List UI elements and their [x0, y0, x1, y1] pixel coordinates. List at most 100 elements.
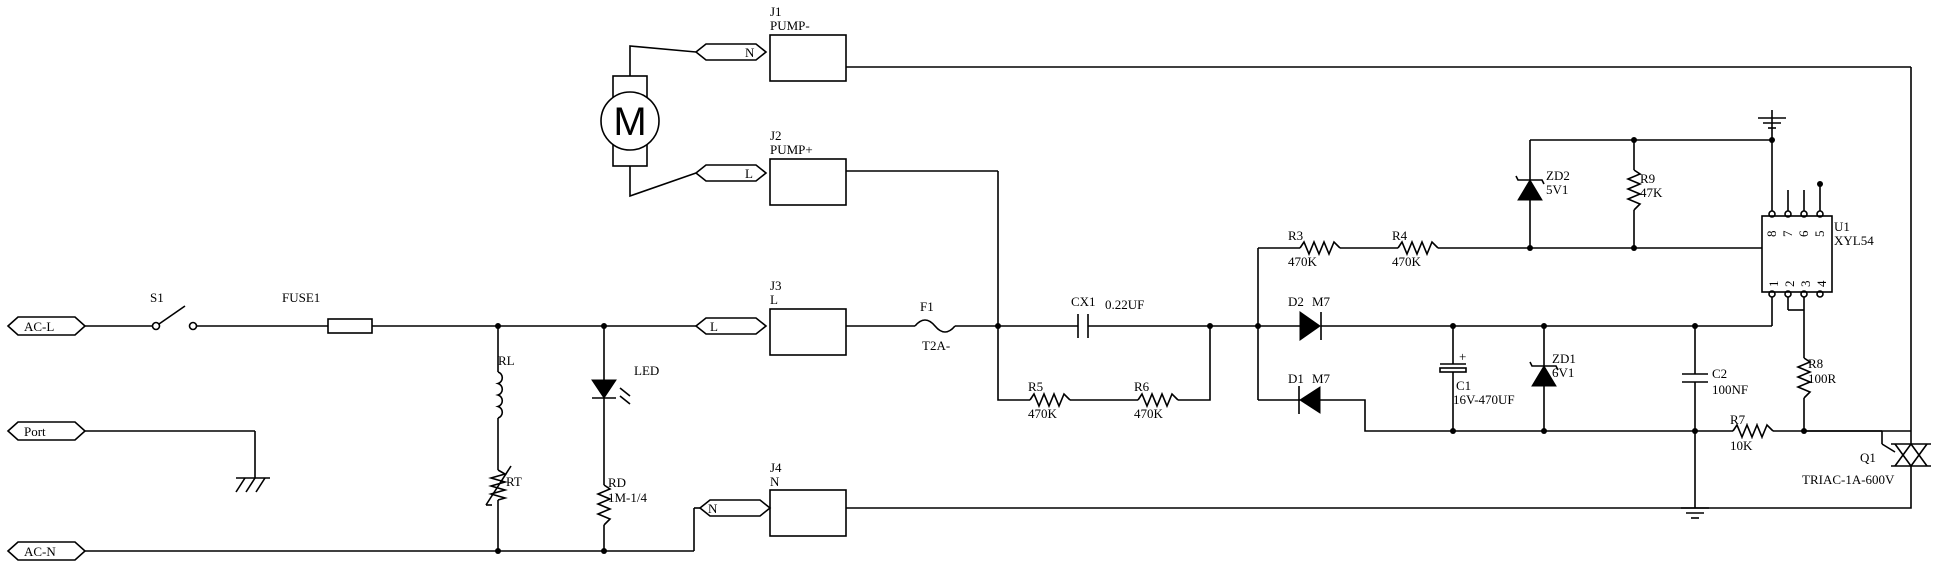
fuse-fuse1: FUSE1	[282, 290, 373, 334]
led-label: LED	[634, 363, 659, 378]
jack-j3-line: L J3 L	[694, 278, 847, 356]
resistor-r7-value: 10K	[1730, 438, 1753, 453]
ic-u1-pin-5: 5	[1812, 231, 1827, 238]
diode-d1-ref: D1	[1288, 371, 1304, 386]
zener-zd2-ref: ZD2	[1546, 168, 1570, 183]
connector-ac-l: AC-L	[6, 316, 87, 336]
resistor-r4: R4 470K	[1392, 228, 1439, 269]
inductor-rl: RL	[495, 353, 515, 419]
resistor-r9: R9 47K	[1625, 140, 1663, 248]
resistor-r9-value: 47K	[1640, 185, 1663, 200]
zener-zd2-value: 5V1	[1546, 182, 1568, 197]
triac-q1-ref: Q1	[1860, 450, 1876, 465]
resistor-r6-value: 470K	[1134, 406, 1164, 421]
resistor-r5: R5 470K	[1028, 379, 1071, 421]
fuse-f1: F1 T2A-	[914, 299, 956, 353]
junction-dots-left	[495, 323, 607, 554]
fuse-f1-ref: F1	[920, 299, 934, 314]
resistor-r5-ref: R5	[1028, 379, 1043, 394]
jack-j2-name: PUMP+	[770, 142, 813, 157]
capacitor-c1-polarity: +	[1459, 349, 1466, 364]
motor-symbol: M	[613, 100, 646, 144]
capacitor-c1: + C1 16V-470UF	[1439, 326, 1515, 431]
pump-motor: M	[600, 75, 660, 167]
ic-u1-pin-6: 6	[1796, 230, 1811, 237]
switch-s1: S1	[150, 290, 198, 331]
jack-j2-pump-plus: L J2 PUMP+	[694, 128, 847, 206]
capacitor-c2: C2 100NF	[1682, 326, 1748, 508]
jack-j1-pin: N	[745, 45, 755, 60]
resistor-rd-ref: RD	[608, 475, 626, 490]
inductor-rl-label: RL	[498, 353, 515, 368]
ground-c2-icon	[1681, 507, 1709, 519]
zener-zd1-value: 6V1	[1552, 365, 1574, 380]
resistor-r9-ref: R9	[1640, 171, 1655, 186]
wire-node-to-diodes	[1210, 247, 1300, 401]
junction-dots-right	[995, 137, 1807, 434]
led-indicator: LED	[591, 363, 659, 405]
triac-q1: Q1 TRIAC-1A-600V	[1802, 431, 1931, 487]
wire-j2-to-node	[846, 170, 999, 326]
resistor-r8-value: 100R	[1808, 371, 1837, 386]
capacitor-cx1: CX1 0.22UF	[1071, 294, 1144, 338]
jack-j3-pin: L	[710, 319, 718, 334]
jack-j4-name: N	[770, 474, 780, 489]
resistor-r3-ref: R3	[1288, 228, 1303, 243]
thermistor-rt: RT	[485, 465, 522, 506]
diode-d1: D1 M7	[1288, 371, 1331, 414]
diode-d2-value: M7	[1312, 294, 1331, 309]
wire-r5-r6-path	[997, 326, 1211, 401]
resistor-r8: R8 100R	[1795, 356, 1837, 431]
jack-j3-ref: J3	[770, 278, 782, 293]
jack-j4-neutral: N J4 N	[698, 460, 847, 537]
ic-u1-pin-3: 3	[1798, 281, 1813, 288]
diode-d1-value: M7	[1312, 371, 1331, 386]
ic-u1-pin-4: 4	[1814, 280, 1829, 287]
ic-u1-ref: U1	[1834, 219, 1850, 234]
jack-j1-pump-minus: N J1 PUMP-	[694, 4, 847, 82]
motor-wires	[629, 45, 697, 198]
zener-zd1-ref: ZD1	[1552, 351, 1576, 366]
ic-u1-pin-2: 2	[1782, 281, 1797, 288]
resistor-r8-ref: R8	[1808, 356, 1823, 371]
ic-u1-part: XYL54	[1834, 233, 1874, 248]
resistor-r5-value: 470K	[1028, 406, 1058, 421]
jack-j2-pin: L	[745, 166, 753, 181]
diode-d2-ref: D2	[1288, 294, 1304, 309]
wire-zd2-r9-top	[1530, 118, 1773, 141]
jack-j4-pin: N	[708, 501, 718, 516]
resistor-r7-ref: R7	[1730, 412, 1746, 427]
port-ground-wire	[85, 430, 256, 478]
zener-zd2: ZD2 5V1	[1515, 140, 1570, 248]
zener-zd1: ZD1 6V1	[1529, 326, 1576, 431]
switch-s1-label: S1	[150, 290, 164, 305]
fuse-f1-value: T2A-	[922, 338, 950, 353]
capacitor-c2-ref: C2	[1712, 366, 1727, 381]
wire-ac-n	[85, 507, 700, 552]
jack-j4-ref: J4	[770, 460, 782, 475]
wire-d1-return	[1320, 399, 1911, 432]
resistor-r6: R6 470K	[1134, 379, 1179, 421]
thermistor-rt-label: RT	[506, 474, 522, 489]
connector-port: Port	[6, 421, 87, 441]
resistor-r6-ref: R6	[1134, 379, 1150, 394]
resistor-r4-ref: R4	[1392, 228, 1408, 243]
triac-q1-value: TRIAC-1A-600V	[1802, 472, 1895, 487]
connector-ac-n: AC-N	[6, 541, 87, 561]
diode-d2: D2 M7	[1288, 294, 1331, 341]
capacitor-c1-value: 16V-470UF	[1453, 392, 1515, 407]
resistor-r4-value: 470K	[1392, 254, 1422, 269]
resistor-r3: R3 470K	[1288, 228, 1341, 269]
jack-j3-name: L	[770, 292, 778, 307]
resistor-r3-value: 470K	[1288, 254, 1318, 269]
resistor-rd: RD 1M-1/4	[595, 475, 648, 526]
ic-u1-pin-7: 7	[1780, 230, 1795, 237]
resistor-r7-body	[1732, 422, 1774, 440]
resistor-rd-value: 1M-1/4	[608, 490, 648, 505]
capacitor-c2-value: 100NF	[1712, 382, 1748, 397]
jack-j1-name: PUMP-	[770, 18, 810, 33]
wire-j4-to-triac	[846, 466, 1912, 509]
connector-ac-l-label: AC-L	[24, 319, 54, 334]
ic-u1-pin-1: 1	[1766, 281, 1781, 288]
